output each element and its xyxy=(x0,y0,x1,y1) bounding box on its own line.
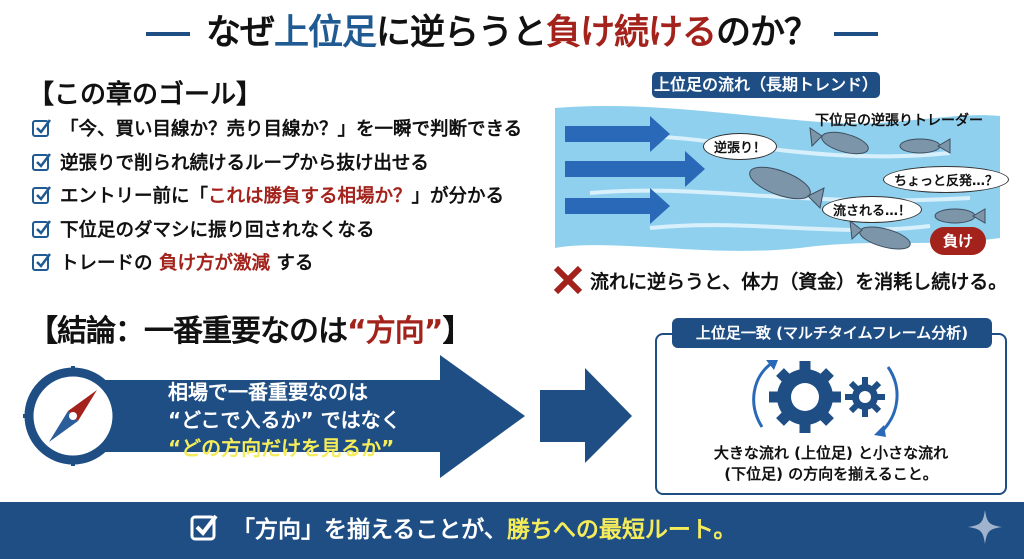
checkbox-icon xyxy=(32,186,51,204)
goal-item: トレードの 負け方が激減 する xyxy=(32,249,313,275)
title-part: のか？ xyxy=(716,13,819,53)
banner-message: 「方向」を揃えることが、勝ちへの最短ルート。 xyxy=(190,510,736,544)
goal-text: 逆張りで削られ続けるループから抜け出せる xyxy=(60,152,429,174)
heading-part: 【結論：一番重要なのは xyxy=(28,314,348,349)
goal-item: 下位足のダマシに振り回されなくなる xyxy=(32,216,375,242)
banner-text: 「方向」を揃えることが、 xyxy=(232,517,507,543)
conclusion-heading: 【結論：一番重要なのは“方向”】 xyxy=(28,306,472,350)
arrow-line: 相場で一番重要なのは xyxy=(168,380,368,404)
mtf-description: 大きな流れ (上位足) と小さな流れ (下位足) の方向を揃えること。 xyxy=(655,443,1007,485)
direction-graphic xyxy=(23,355,632,478)
arrow-line: “どこで入るか” ではなく xyxy=(168,408,401,432)
page-title: なぜ上位足に逆らうと負け続けるのか？ xyxy=(0,4,1024,55)
heading-highlight: “方向” xyxy=(347,314,443,349)
lose-badge: 負け xyxy=(930,227,986,255)
cross-icon xyxy=(553,265,583,295)
title-highlight-blue: 上位足 xyxy=(273,13,377,53)
goal-item: 逆張りで削られ続けるループから抜け出せる xyxy=(32,149,429,175)
checkbox-icon xyxy=(32,253,51,271)
heading-part: 】 xyxy=(442,314,472,349)
title-highlight-red: 負け続ける xyxy=(546,13,717,53)
goal-text: トレードの 負け方が激減 する xyxy=(60,253,314,274)
river-label: 上位足の流れ（長期トレンド） xyxy=(652,72,880,98)
mtf-line: (下位足) の方向を揃えること。 xyxy=(724,465,938,483)
arrow-line-highlight: “どの方向だけを見るか” xyxy=(168,436,395,460)
checkbox-icon xyxy=(32,119,51,137)
fish-icons xyxy=(749,126,986,250)
flow-arrows xyxy=(565,116,705,224)
checkbox-icon xyxy=(190,514,218,541)
mtf-label: 上位足一致 (マルチタイムフレーム分析) xyxy=(672,318,992,348)
mtf-line: 大きな流れ (上位足) と小さな流れ xyxy=(713,444,949,462)
banner-highlight: 勝ちへの最短ルート。 xyxy=(506,517,737,543)
title-dash-left xyxy=(145,32,190,36)
goal-text: 下位足のダマシに振り回されなくなる xyxy=(60,219,375,241)
sparkle-icon xyxy=(968,510,1002,544)
bottom-banner xyxy=(0,502,1024,559)
river-note-text: 流れに逆らうと、体力（資金）を消耗し続ける。 xyxy=(590,270,1008,293)
goal-item: エントリー前に「これは勝負する相場か？」が分かる xyxy=(32,182,504,208)
big-arrow xyxy=(105,355,525,478)
speech-bubble: ちょっと反発…？ xyxy=(883,166,1010,193)
checkbox-icon xyxy=(32,152,51,171)
title-dash-right xyxy=(834,32,879,36)
arrow-text: 相場で一番重要なのは “どこで入るか” ではなく “どの方向だけを見るか” xyxy=(168,378,401,462)
checkbox-icon xyxy=(32,219,51,238)
goal-text: エントリー前に「これは勝負する相場か？」が分かる xyxy=(60,186,505,207)
title-part: なぜ xyxy=(205,13,275,53)
goal-text: 「今、買い目線か？売り目線か？」を一瞬で判断できる xyxy=(60,119,523,140)
gears-icon xyxy=(752,360,899,437)
title-part: に逆らうと xyxy=(375,13,547,53)
trader-label: 下位足の逆張りトレーダー xyxy=(815,113,983,129)
goal-item: 「今、買い目線か？売り目線か？」を一瞬で判断できる xyxy=(32,115,522,141)
river-note: 流れに逆らうと、体力（資金）を消耗し続ける。 xyxy=(552,264,1007,296)
compass-icon xyxy=(23,366,123,466)
speech-bubble: 逆張り！ xyxy=(703,133,778,160)
speech-bubble: 流される…！ xyxy=(822,196,923,223)
next-arrow-icon xyxy=(540,368,632,463)
goals-heading: 【この章のゴール】 xyxy=(28,80,263,110)
